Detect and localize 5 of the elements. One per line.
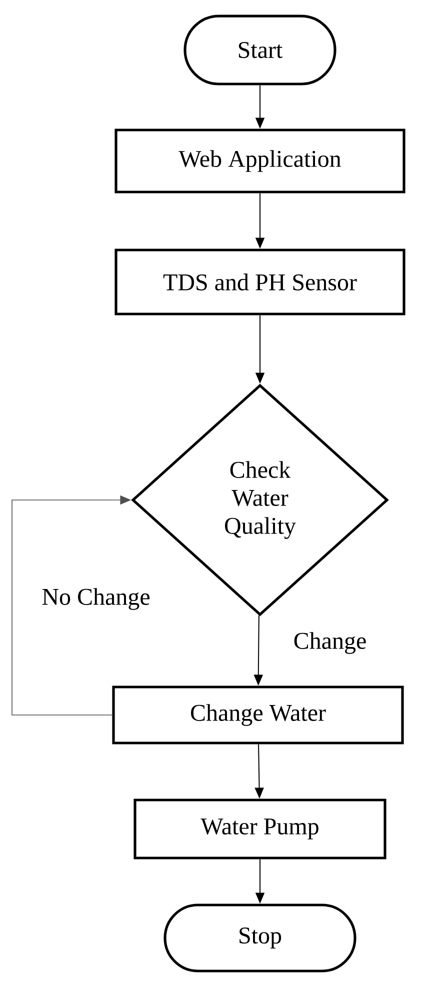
process-box: Water Pump: [134, 798, 386, 860]
edge-label: Change: [291, 630, 369, 656]
process-box: Web Application: [114, 128, 406, 194]
process-box: Change Water: [112, 686, 404, 744]
process-box: TDS and PH Sensor: [114, 248, 406, 316]
